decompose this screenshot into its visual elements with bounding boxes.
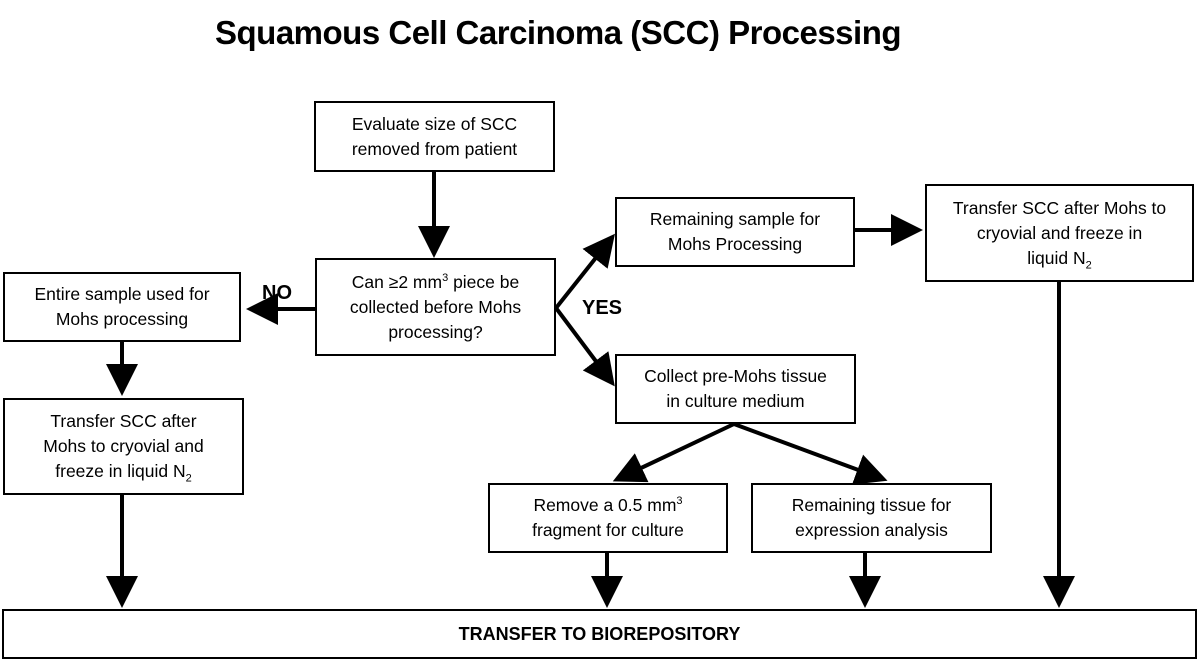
- node-text: removed from patient: [351, 138, 518, 159]
- node-text: Evaluate size of SCC: [351, 113, 518, 134]
- node-remove-fragment: Remove a 0.5 mm3 fragment for culture: [488, 483, 728, 553]
- node-text: liquid N: [1027, 247, 1086, 268]
- label-no: NO: [262, 282, 292, 304]
- label-yes: YES: [582, 297, 623, 319]
- node-text: TRANSFER TO BIOREPOSITORY: [458, 623, 741, 644]
- node-text: expression analysis: [795, 520, 948, 540]
- node-text: Entire sample used for: [34, 284, 210, 304]
- node-expression-analysis: Remaining tissue for expression analysis: [751, 483, 992, 553]
- node-text: Mohs Processing: [667, 234, 803, 254]
- node-text: Remove a 0.5 mm: [533, 495, 677, 515]
- diagram-title: Squamous Cell Carcinoma (SCC) Processing: [215, 14, 902, 51]
- subscript: 2: [185, 472, 192, 485]
- node-text: Collect pre-Mohs tissue: [644, 366, 827, 386]
- subscript: 2: [1085, 259, 1092, 271]
- superscript: 3: [676, 495, 683, 508]
- arrow-collect-to-remove: [612, 422, 735, 483]
- node-text: Transfer SCC after: [50, 411, 197, 431]
- node-text: Transfer SCC after Mohs to: [952, 197, 1167, 218]
- node-text: in culture medium: [666, 391, 805, 411]
- node-text: Remaining tissue for: [791, 495, 952, 515]
- node-text: processing?: [388, 321, 483, 342]
- node-decision: Can ≥2 mm3 piece be collected before Mohs…: [315, 258, 556, 356]
- node-text: Can ≥2 mm: [351, 271, 443, 292]
- node-text: fragment for culture: [532, 520, 684, 540]
- node-text: piece be: [448, 271, 520, 292]
- node-collect-pre-mohs: Collect pre-Mohs tissue in culture medium: [615, 354, 856, 424]
- node-text: cryovial and freeze in: [976, 222, 1143, 243]
- node-text: freeze in liquid N: [55, 461, 186, 481]
- node-biorepository: TRANSFER TO BIOREPOSITORY: [2, 609, 1197, 659]
- arrow-yes-down: [554, 306, 615, 387]
- arrow-yes-up: [554, 233, 615, 310]
- superscript: 3: [442, 271, 449, 284]
- node-evaluate-size: Evaluate size of SCC removed from patient: [314, 101, 555, 172]
- node-transfer-right: Transfer SCC after Mohs to cryovial and f…: [925, 184, 1194, 282]
- node-text: Remaining sample for: [649, 209, 821, 229]
- node-text: collected before Mohs: [349, 296, 522, 317]
- node-text: Mohs processing: [55, 309, 189, 329]
- node-text: Mohs to cryovial and: [43, 436, 204, 456]
- arrow-collect-to-expression: [733, 422, 888, 485]
